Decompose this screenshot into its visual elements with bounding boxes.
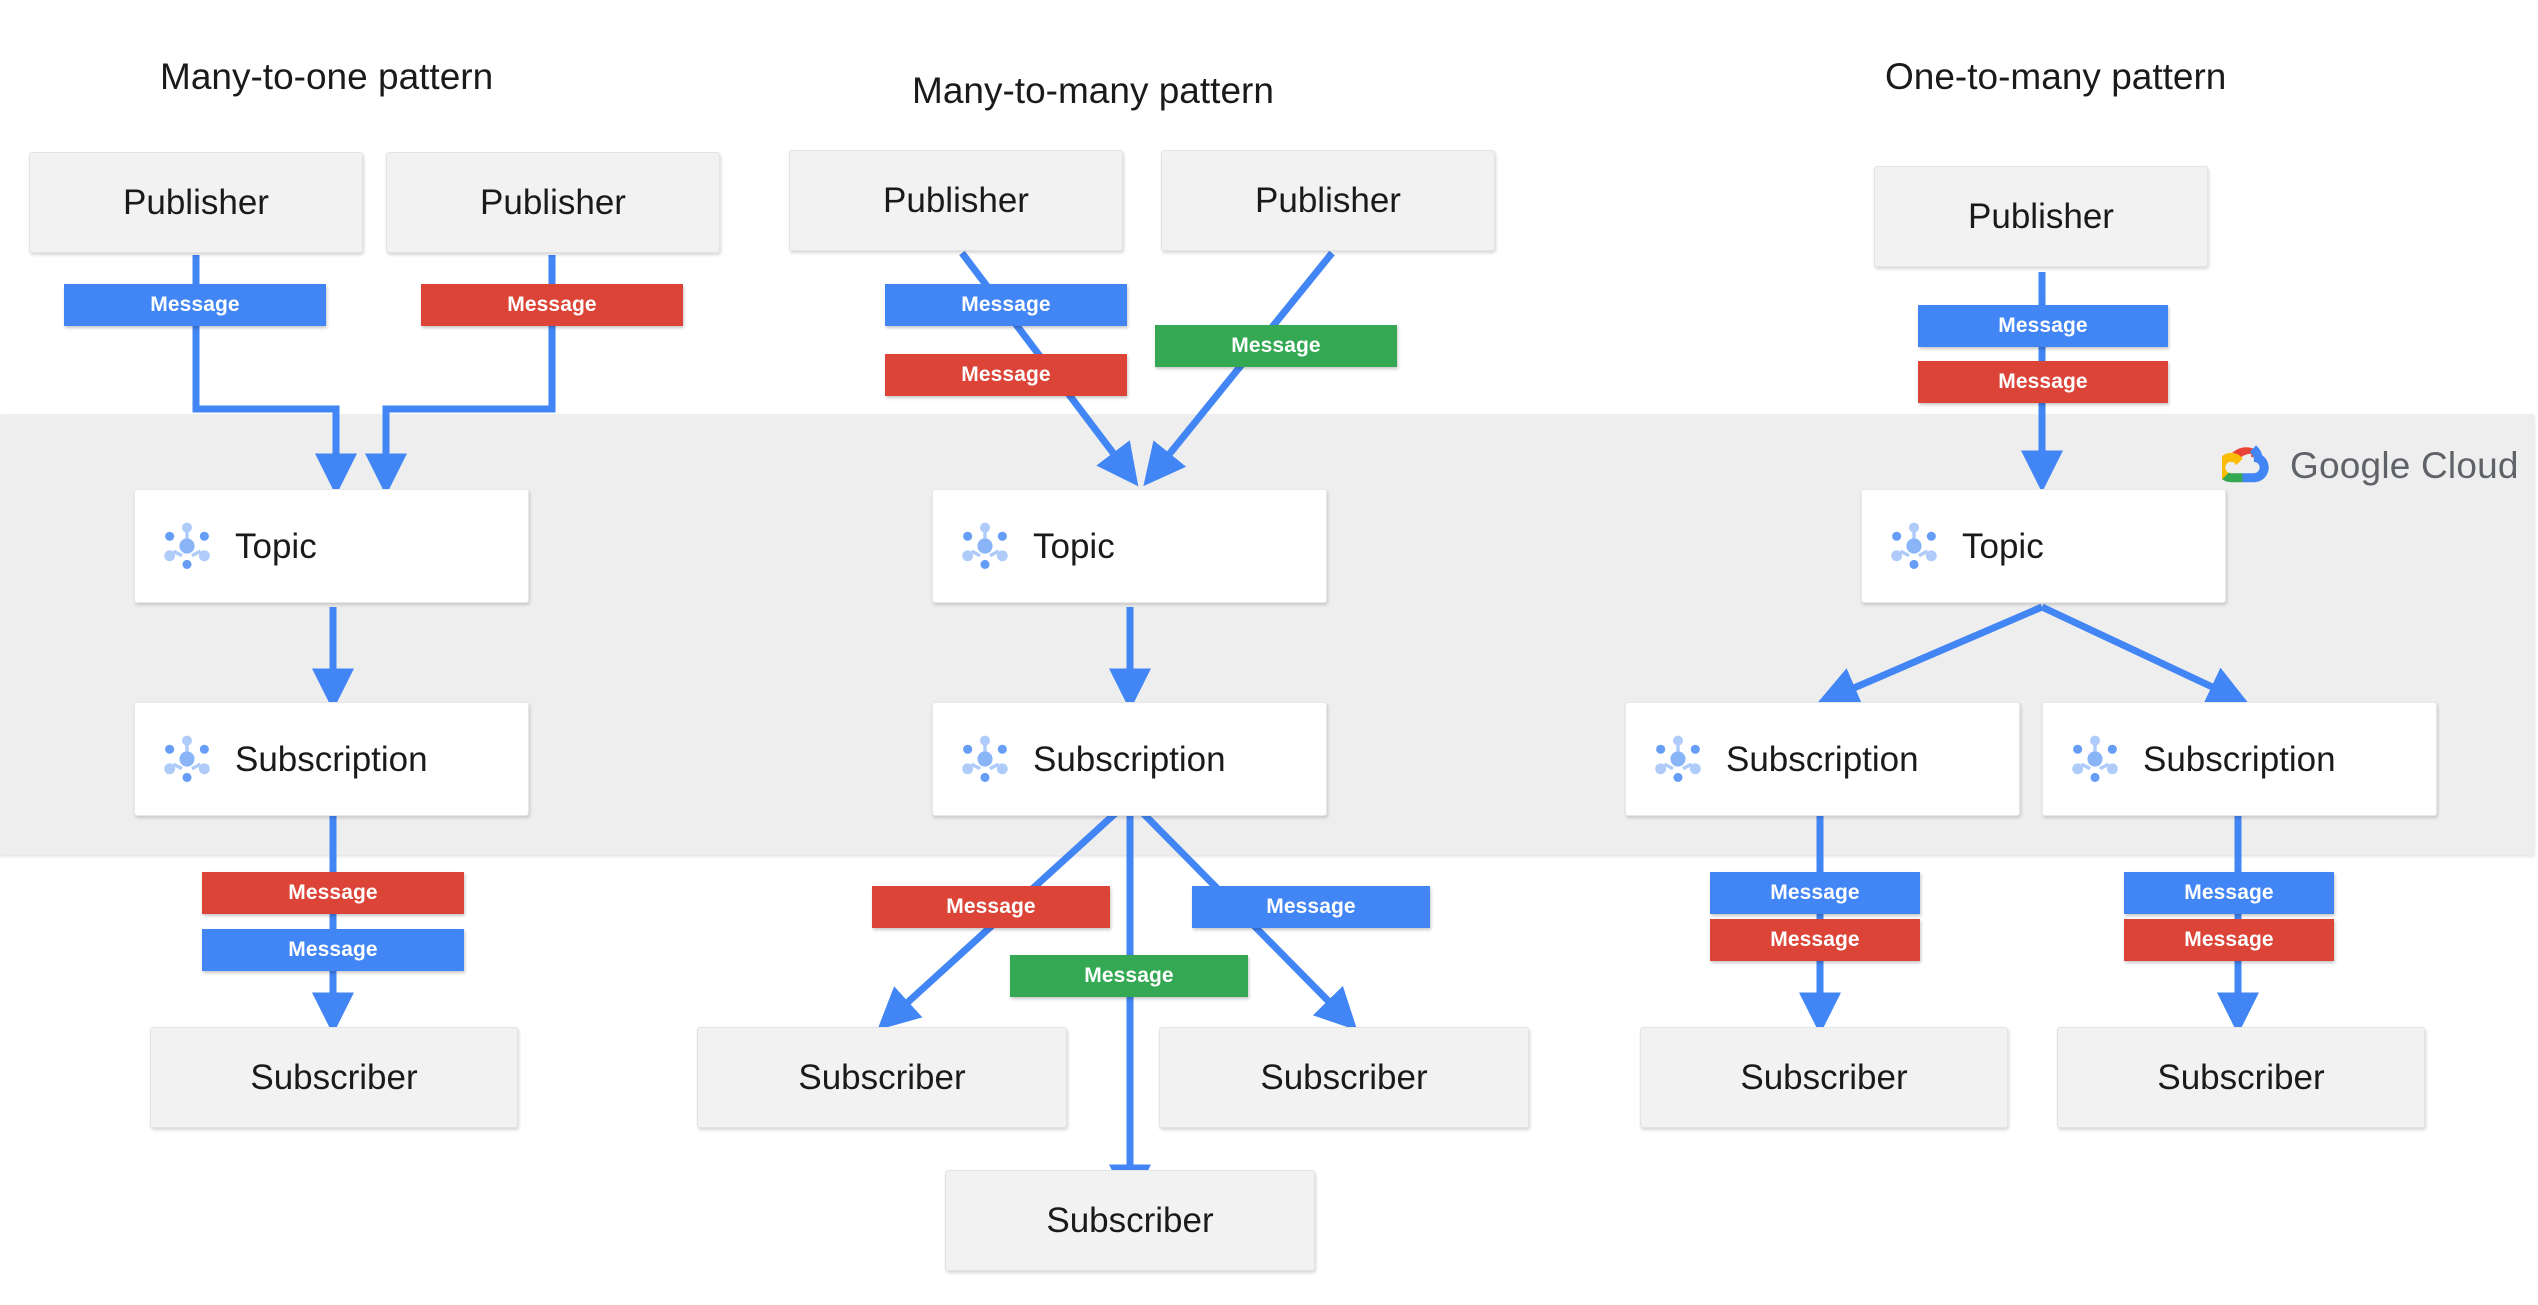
message-chip: Message [1010,955,1248,997]
subscriber-box[interactable]: Subscriber [2057,1027,2425,1128]
pubsub-hub-icon [164,735,210,782]
google-cloud-logo-icon [2222,445,2269,483]
message-chip: Message [202,929,464,971]
message-chip: Message [1710,919,1920,961]
topic-label: Topic [1033,526,1115,566]
topic-label: Topic [1962,526,2044,566]
topic-node[interactable]: Topic [134,489,529,603]
pubsub-hub-icon [1655,735,1701,782]
google-cloud-logo-text: Google Cloud [2290,445,2519,486]
subscription-node[interactable]: Subscription [932,702,1327,816]
pubsub-hub-icon [2072,735,2118,782]
message-chip: Message [421,284,683,326]
topic-label: Topic [235,526,317,566]
subscription-label: Subscription [235,739,428,779]
column-title-many-to-one: Many-to-one pattern [160,56,494,97]
message-chip: Message [872,886,1110,928]
subscription-label: Subscription [1726,739,1919,779]
subscriber-box[interactable]: Subscriber [697,1027,1067,1128]
message-chip: Message [64,284,326,326]
topic-node[interactable]: Topic [932,489,1327,603]
pubsub-hub-icon [962,735,1008,782]
pubsub-hub-icon [962,522,1008,569]
subscription-node[interactable]: Subscription [2042,702,2437,816]
publisher-box[interactable]: Publisher [1161,150,1495,251]
message-chip: Message [1155,325,1397,367]
subscription-label: Subscription [1033,739,1226,779]
subscription-node[interactable]: Subscription [134,702,529,816]
message-chip: Message [885,284,1127,326]
topic-node[interactable]: Topic [1861,489,2226,603]
subscriber-box[interactable]: Subscriber [1640,1027,2008,1128]
publisher-box[interactable]: Publisher [1874,166,2208,267]
message-chip: Message [1710,872,1920,914]
publisher-box[interactable]: Publisher [29,152,363,253]
column-title-one-to-many: One-to-many pattern [1885,56,2227,97]
publisher-box[interactable]: Publisher [386,152,720,253]
column-title-many-to-many: Many-to-many pattern [912,70,1274,111]
google-cloud-logo: Google Cloud [2222,440,2519,492]
subscriber-box[interactable]: Subscriber [1159,1027,1529,1128]
subscriber-box[interactable]: Subscriber [945,1170,1315,1271]
message-chip: Message [1192,886,1430,928]
message-chip: Message [202,872,464,914]
message-chip: Message [2124,872,2334,914]
message-chip: Message [1918,361,2168,403]
pubsub-hub-icon [164,522,210,569]
pubsub-hub-icon [1891,522,1937,569]
subscription-node[interactable]: Subscription [1625,702,2020,816]
subscriber-box[interactable]: Subscriber [150,1027,518,1128]
subscription-label: Subscription [2143,739,2336,779]
message-chip: Message [2124,919,2334,961]
publisher-box[interactable]: Publisher [789,150,1123,251]
message-chip: Message [1918,305,2168,347]
message-chip: Message [885,354,1127,396]
